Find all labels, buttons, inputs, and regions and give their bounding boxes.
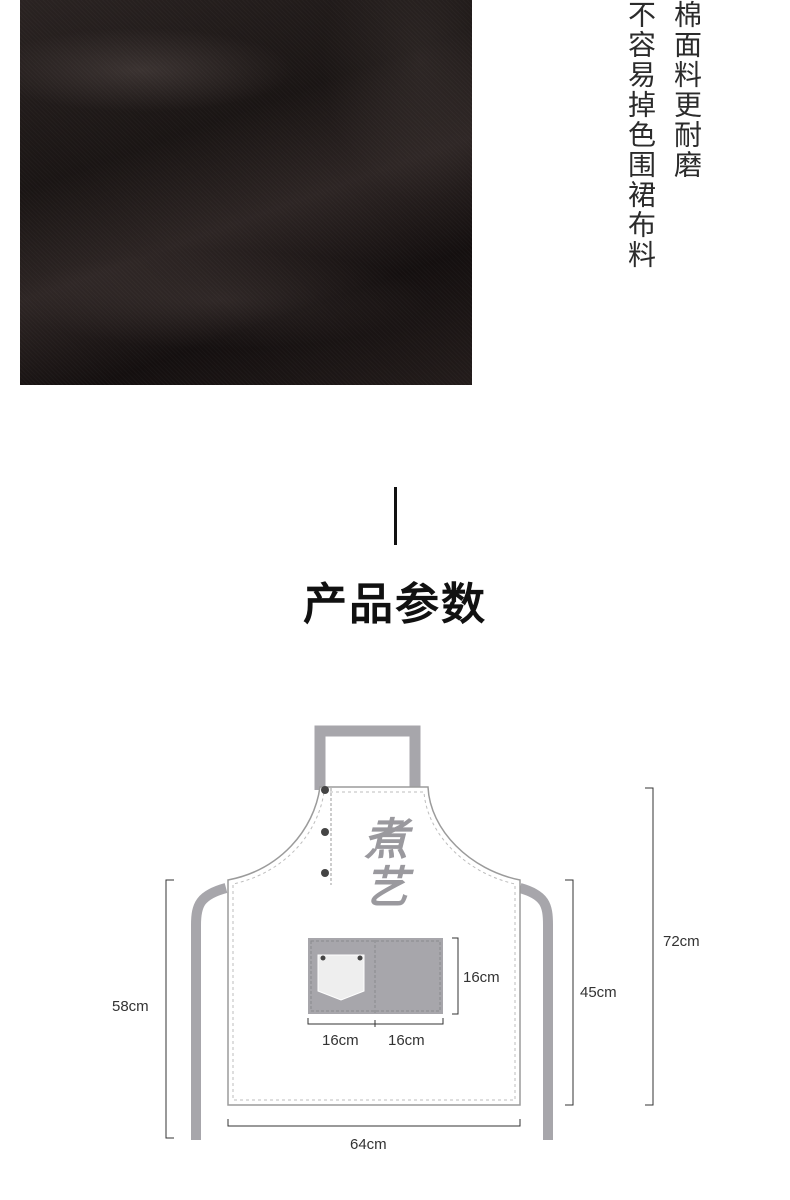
dim-bracket-64 [227, 1119, 521, 1127]
dim-bracket-58 [165, 879, 174, 1139]
snap-button [321, 786, 329, 794]
dim-total-height-label: 72cm [663, 933, 700, 950]
inner-pocket [317, 954, 365, 1001]
dim-bracket-pocket-height [452, 937, 459, 1015]
snap-button [321, 869, 329, 877]
dim-pocket-height-label: 16cm [463, 969, 500, 986]
apron-drawing [165, 725, 654, 1140]
apron-dimension-diagram: 煮艺 72cm 58cm 45cm 64cm 16cm 16cm 16cm [0, 700, 790, 1196]
section-title: 产品参数 [303, 579, 487, 630]
left-waist-tie [191, 883, 228, 1140]
apron-logo-text: 煮艺 [356, 816, 407, 912]
fabric-closeup-photo [20, 0, 472, 385]
dim-bracket-72 [645, 787, 654, 1106]
section-divider-line [394, 487, 397, 545]
dim-pocket-right-width-label: 16cm [388, 1032, 425, 1049]
dim-body-height-label: 45cm [580, 984, 617, 1001]
right-waist-tie [518, 883, 553, 1140]
dim-side-height-label: 58cm [112, 998, 149, 1015]
neck-strap [314, 725, 421, 790]
dim-pocket-left-width-label: 16cm [322, 1032, 359, 1049]
snap-button [321, 828, 329, 836]
feature-text-column-1: 棉面料更耐磨 [670, 0, 703, 180]
dim-bracket-pocket-width [307, 1018, 444, 1027]
feature-text-column-2: 不容易掉色围裙布料 [624, 0, 657, 270]
dim-width-label: 64cm [350, 1136, 387, 1153]
dim-bracket-45 [565, 879, 574, 1106]
